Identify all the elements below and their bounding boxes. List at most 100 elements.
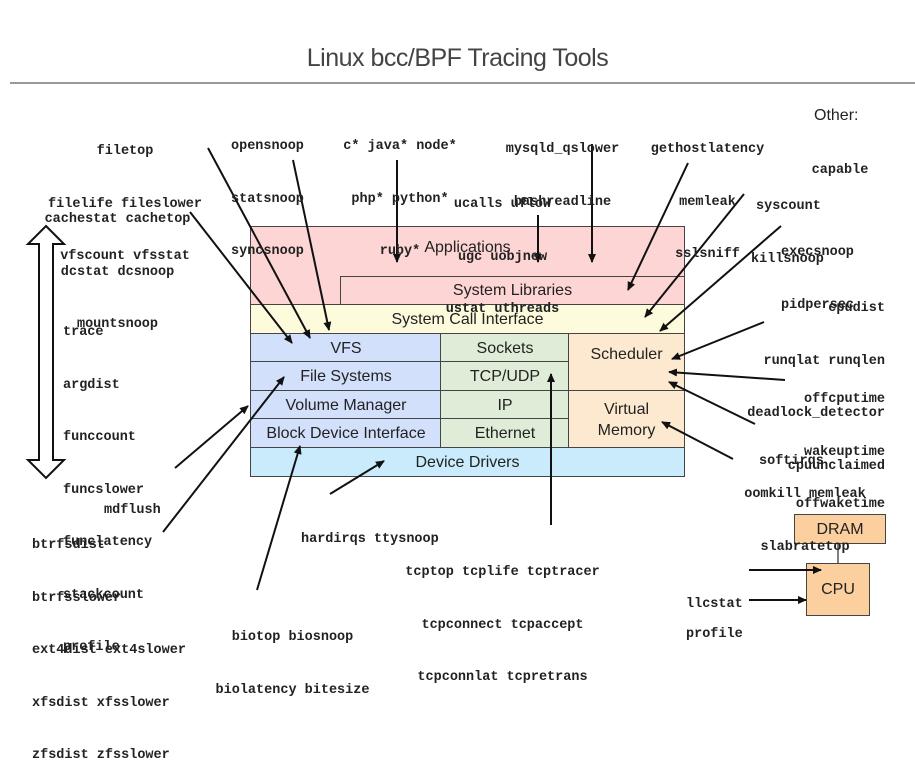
full-stack-double-arrow (25, 224, 67, 480)
tool-item: deadlock_detector (747, 406, 885, 421)
layer-system-libraries: System Libraries (340, 276, 685, 305)
tools-ucalls: ucalls uflow ugc uobjnew ustat uthreads (430, 161, 575, 336)
tool-item: slabratetop (760, 539, 850, 555)
tool-item: softirqs (759, 454, 824, 469)
tools-filetop: filetop filelife fileslower vfscount vfs… (30, 108, 220, 283)
tool-item: argdist (63, 377, 120, 393)
arrow-bio (256, 445, 302, 591)
arrow-offcpu (668, 368, 786, 381)
arrow-oomkill (661, 421, 734, 460)
layer-virtual-memory: Virtual Memory (568, 390, 685, 449)
tools-cpudist: cpudist runqlat runqlen deadlock_detecto… (720, 265, 885, 493)
tool-item: syscount (756, 199, 821, 214)
tool-item: ucalls uflow (453, 197, 552, 212)
arrow-filetop (207, 147, 311, 339)
tool-item: mountsnoop (76, 317, 158, 332)
tool-item: oomkill memleak (744, 487, 866, 502)
tool-item: dcstat dcsnoop (60, 264, 175, 280)
tools-mysqld: mysqld_qslower bashreadline (495, 106, 630, 229)
other-label: Other: (814, 107, 859, 124)
tool-item: execsnoop (781, 245, 854, 260)
arrow-softirqs (668, 381, 756, 425)
tools-opensnoop: opensnoop statsnoop syncsnoop (231, 103, 304, 278)
tool-item: filetop (96, 144, 154, 159)
layer-vfs: VFS (250, 333, 442, 363)
tool-item: biotop biosnoop (231, 630, 354, 645)
layer-file-systems-label: File Systems (300, 368, 392, 385)
tool-item: offwaketime (795, 497, 885, 512)
layer-block-device-label: Block Device Interface (266, 425, 426, 442)
tools-language: c* java* node* php* python* ruby* (330, 103, 470, 278)
layer-volume-manager-label: Volume Manager (285, 396, 407, 414)
tool-item: gethostlatency (650, 142, 765, 157)
tools-bio: biotop biosnoop biolatency bitesize (200, 594, 385, 717)
tool-item: zfsdist zfsslower (32, 748, 170, 763)
tools-offcputime: offcputime wakeuptime offwaketime (760, 356, 885, 531)
title-divider (10, 82, 915, 84)
tool-item: tcpconnect tcpaccept (421, 617, 584, 633)
tool-item: ruby* (379, 244, 421, 259)
tools-llcstat: llcstat (686, 561, 743, 631)
tool-item: funccount (63, 430, 136, 445)
tool-item: btrfsslower (32, 590, 122, 606)
layer-volume-manager: Volume Manager (250, 390, 442, 420)
layer-syscall-label: System Call Interface (391, 311, 544, 328)
hardware-dram: DRAM (794, 514, 886, 544)
tool-item: trace (63, 325, 104, 340)
tool-item: tcpconnlat tcpretrans (417, 670, 588, 685)
layer-sockets: Sockets (440, 333, 570, 363)
layer-sockets-label: Sockets (476, 339, 534, 357)
tool-item: cpudist (828, 301, 885, 316)
layer-block-device-interface: Block Device Interface (250, 418, 442, 449)
tool-item: syncsnoop (231, 244, 304, 259)
arrow-execsnoop (659, 225, 782, 332)
layer-scheduler-label: Scheduler (590, 346, 663, 363)
tool-item: vfscount vfsstat (60, 249, 190, 264)
tool-item: bashreadline (513, 194, 612, 210)
tool-item: wakeuptime (803, 444, 885, 460)
layer-system-libraries-label: System Libraries (452, 282, 573, 299)
layer-ethernet-label: Ethernet (474, 425, 536, 442)
tools-syscount: syscount killsnoop (751, 163, 824, 286)
tool-item: biolatency bitesize (215, 682, 370, 698)
tool-item: opensnoop (231, 139, 304, 154)
dram-label: DRAM (816, 520, 864, 538)
tool-item: funclatency (63, 535, 153, 550)
tool-item: tcptop tcplife tcptracer (405, 565, 600, 580)
tool-item: c* java* node* (343, 139, 457, 154)
tool-item: offcputime (803, 392, 885, 407)
tool-item: runqlat runqlen (763, 353, 885, 369)
tools-gethostlatency: gethostlatency memleak sslsniff (640, 106, 775, 281)
layer-vfs-label: VFS (330, 339, 362, 357)
layer-ethernet: Ethernet (440, 418, 570, 449)
tool-item: cpuunclaimed (787, 458, 885, 474)
tool-item: ustat uthreads (445, 302, 560, 317)
tools-btrfs: btrfsdist btrfsslower ext4dist ext4slowe… (32, 502, 186, 782)
tools-hardirqs: hardirqs ttysnoop (301, 496, 439, 566)
tools-softirqs: softirqs (759, 418, 824, 488)
layer-device-drivers-label: Device Drivers (415, 453, 520, 471)
tool-item: profile (686, 627, 743, 642)
layer-file-systems: File Systems (250, 361, 442, 392)
tool-item: mdflush (104, 503, 161, 518)
layer-applications-label: Applications (424, 239, 511, 256)
page-title: Linux bcc/BPF Tracing Tools (306, 44, 609, 72)
connector-lines (25, 144, 839, 604)
layer-virtual-memory-label-2: Memory (597, 421, 656, 439)
arrow-syscount (644, 193, 745, 318)
tools-execsnoop: execsnoop pidpersec (781, 209, 854, 332)
layer-scheduler: Scheduler (568, 333, 685, 392)
tool-item: php* python* (351, 191, 449, 207)
layer-virtual-memory-label-1: Virtual (603, 400, 650, 418)
tool-item: killsnoop (751, 251, 824, 267)
tool-item: hardirqs ttysnoop (301, 532, 439, 547)
tool-item: sslsniff (675, 247, 740, 262)
tool-item: mysqld_qslower (505, 142, 620, 157)
tool-item: statsnoop (231, 191, 304, 207)
tool-item: cachestat cachetop (44, 212, 191, 227)
arrow-opensnoop (292, 159, 332, 331)
arrow-gethost (627, 162, 689, 291)
cpu-label: CPU (821, 581, 855, 598)
tools-mdflush: mdflush (104, 467, 161, 537)
tool-item: stackcount (63, 587, 145, 603)
